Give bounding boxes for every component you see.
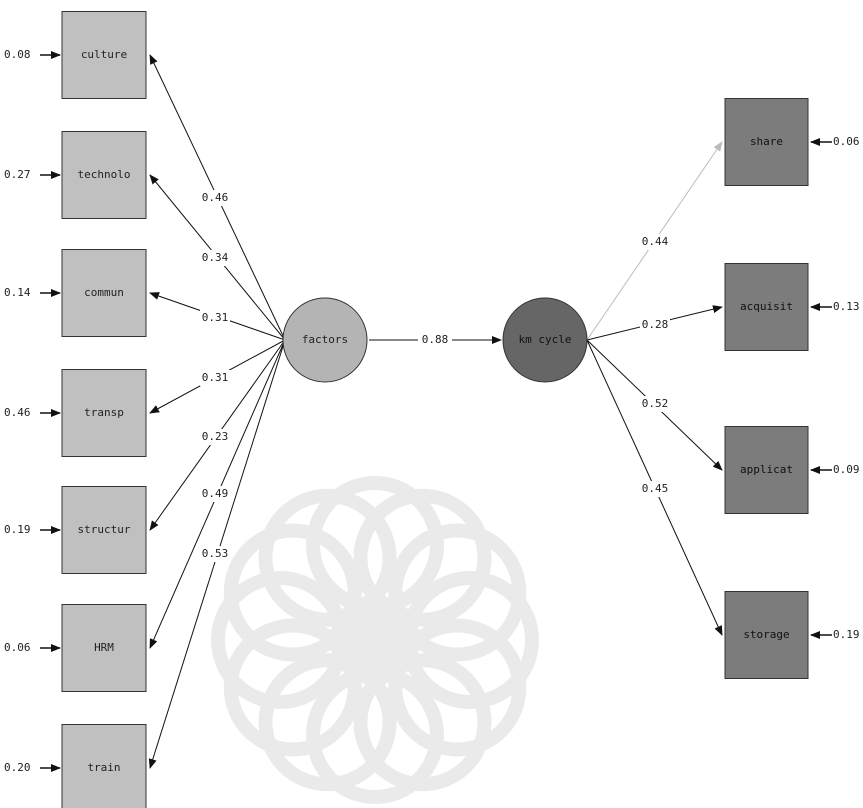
error-variance-label: 0.09 [833, 463, 860, 476]
indicator-box-share [724, 98, 809, 186]
error-variance-label: 0.08 [4, 48, 31, 61]
error-variance-label: 0.46 [4, 406, 31, 419]
indicator-box-culture [61, 11, 147, 99]
label-bg [640, 234, 670, 250]
nodes-layer: 0.08 culture 0.27 technolo 0.14 commun 0.46 tra… [4, 11, 860, 808]
label-bg [640, 481, 670, 497]
watermark-petal [388, 618, 527, 757]
error-variance-label: 0.27 [4, 168, 31, 181]
indicator-label: structur [78, 523, 131, 536]
watermark-petal [258, 653, 397, 792]
indicator-box-commun [61, 249, 147, 337]
indicator-label: culture [81, 48, 127, 61]
loading-label: 0.31 [202, 371, 229, 384]
error-variance-label: 0.20 [4, 761, 31, 774]
loading-label: 0.44 [642, 235, 669, 248]
error-variance-label: 0.13 [833, 300, 860, 313]
latent-label: factors [302, 333, 348, 346]
indicator-label: applicat [740, 463, 793, 476]
watermark-center [330, 595, 420, 685]
paths-layer: 0.46 0.34 0.31 0.31 0.23 0.49 0.53 0.88 0.44 0.28… [40, 51, 832, 772]
indicator-box-technolo [61, 131, 147, 219]
latent-factors [282, 297, 368, 383]
watermark-petal [223, 523, 362, 662]
label-bg [200, 546, 230, 562]
error-variance-label: 0.19 [833, 628, 860, 641]
indicator-label: HRM [94, 641, 114, 654]
latent-km-cycle [502, 297, 588, 383]
loading-label: 0.23 [202, 430, 229, 443]
indicator-label: train [87, 761, 120, 774]
indicator-box-structur [61, 486, 147, 574]
loading-label: 0.52 [642, 397, 669, 410]
error-variance-label: 0.06 [833, 135, 860, 148]
indicator-box-transp [61, 369, 147, 457]
indicator-box-train [61, 724, 147, 808]
indicator-box-applicat [724, 426, 809, 514]
loading-label: 0.31 [202, 311, 229, 324]
indicator-label: share [750, 135, 783, 148]
label-bg [200, 486, 230, 502]
indicator-label: storage [743, 628, 789, 641]
error-variance-label: 0.19 [4, 523, 31, 536]
loading-label: 0.49 [202, 487, 229, 500]
rosette-watermark [211, 476, 539, 804]
label-bg [418, 332, 452, 348]
loading-label: 0.53 [202, 547, 229, 560]
loading-label: 0.46 [202, 191, 229, 204]
indicator-label: commun [84, 286, 124, 299]
loading-label: 0.28 [642, 318, 669, 331]
indicator-box-storage [724, 591, 809, 679]
indicator-label: acquisit [740, 300, 793, 313]
watermark-petal [353, 488, 492, 627]
label-bg [200, 250, 230, 266]
label-bg [640, 317, 670, 333]
loading-label: 0.34 [202, 251, 229, 264]
error-variance-label: 0.06 [4, 641, 31, 654]
path-coefficient-label: 0.88 [422, 333, 449, 346]
error-variance-label: 0.14 [4, 286, 31, 299]
loading-label: 0.45 [642, 482, 669, 495]
watermark-petal [388, 523, 527, 662]
indicator-box-HRM [61, 604, 147, 692]
label-bg [200, 429, 230, 445]
label-bg [200, 190, 230, 206]
label-bg [200, 310, 230, 326]
latent-label: km cycle [519, 333, 572, 346]
indicator-box-acquisit [724, 263, 809, 351]
indicator-label: technolo [78, 168, 131, 181]
label-bg [200, 370, 230, 386]
indicator-label: transp [84, 406, 124, 419]
label-bg [640, 396, 670, 412]
